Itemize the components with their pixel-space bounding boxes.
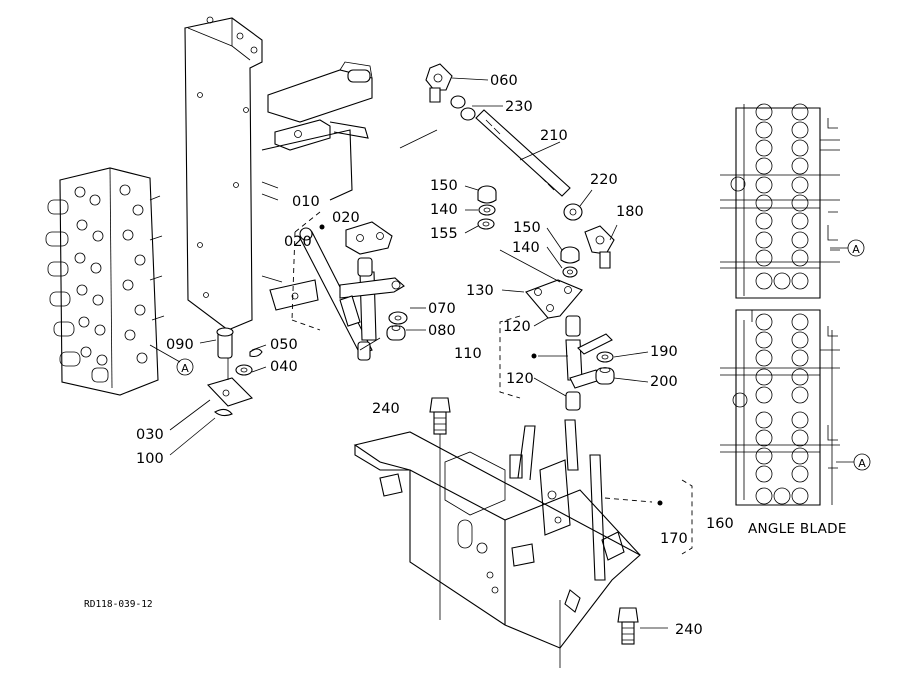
callout-150-lower: 150 [513, 220, 541, 236]
reference-mark-upper: A [852, 243, 860, 256]
callout-050: 050 [270, 337, 298, 353]
callout-210: 210 [540, 128, 568, 144]
mounting-bracket [184, 16, 373, 331]
callout-100: 100 [136, 451, 164, 467]
callout-200: 200 [650, 374, 678, 390]
pin-plate-group: A [149, 327, 263, 417]
callout-150-upper: 150 [430, 178, 458, 194]
angle-blade-caption: ANGLE BLADE [748, 521, 847, 537]
callout-180: 180 [616, 204, 644, 220]
reference-circle-left [176, 358, 194, 376]
callout-110: 110 [454, 346, 482, 362]
document-code: RD118-039-12 [84, 599, 153, 610]
lever-assembly-110 [499, 249, 615, 411]
callout-230: 230 [505, 99, 533, 115]
callout-030: 030 [136, 427, 164, 443]
reference-mark-lower: A [858, 457, 866, 470]
callout-020-lower: 020 [284, 234, 312, 250]
callout-140-upper: 140 [430, 202, 458, 218]
leader-lines [169, 77, 649, 456]
callout-220: 220 [590, 172, 618, 188]
valve-schematic-lower: A [720, 309, 871, 506]
callout-090: 090 [166, 337, 194, 353]
callout-155: 155 [430, 226, 458, 242]
callout-040: 040 [270, 359, 298, 375]
callout-010: 010 [292, 194, 320, 210]
callout-070: 070 [428, 301, 456, 317]
bolt-240-bottom [617, 607, 668, 645]
callout-130: 130 [466, 283, 494, 299]
lever-assembly-010 [291, 211, 408, 361]
callout-060: 060 [490, 73, 518, 89]
rod-linkage [399, 63, 615, 269]
callout-120-lower: 120 [506, 371, 534, 387]
callout-labels: 060 230 210 220 180 150 140 155 150 140 … [84, 73, 847, 638]
callout-240-top: 240 [372, 401, 400, 417]
callout-120-upper: 120 [503, 319, 531, 335]
reference-mark-left: A [181, 362, 189, 375]
callout-020-upper: 020 [332, 210, 360, 226]
callout-240-bottom: 240 [675, 622, 703, 638]
callout-190: 190 [650, 344, 678, 360]
washer-stack [477, 185, 580, 278]
valve-schematic-upper: A [720, 103, 865, 299]
control-valve-stack [45, 167, 165, 396]
callout-170: 170 [660, 531, 688, 547]
callout-080: 080 [428, 323, 456, 339]
callout-140-lower: 140 [512, 240, 540, 256]
bolt-240-top [429, 397, 451, 435]
base-frame [353, 419, 641, 668]
callout-160: 160 [706, 516, 734, 532]
